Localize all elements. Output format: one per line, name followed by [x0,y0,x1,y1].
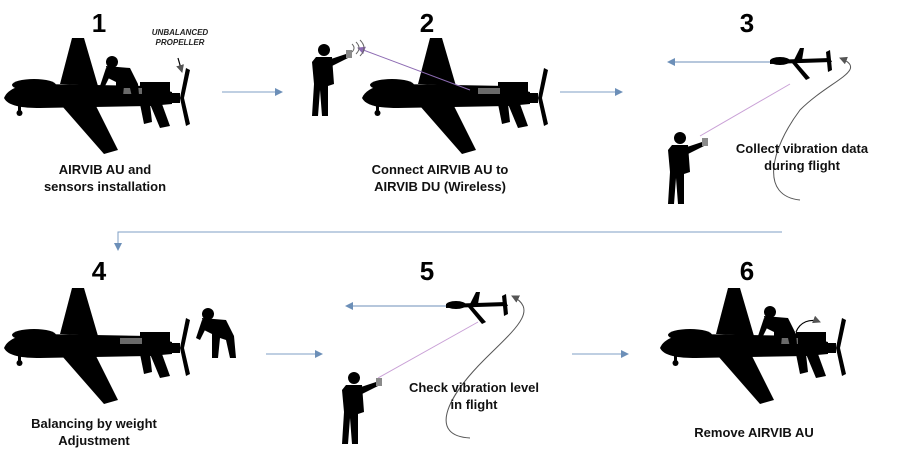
operator-silhouette [312,44,352,116]
caption-line: Adjustment [58,433,130,448]
drone-silhouette [4,38,190,154]
unbalanced-propeller-note: UNBALANCED PROPELLER [142,28,218,48]
technician-silhouette [196,308,236,358]
drone-silhouette [660,288,846,404]
caption-line: in flight [450,397,498,412]
step-6-panel [660,288,846,404]
caption-line: during flight [764,158,840,173]
operator-silhouette [342,372,382,444]
step-3-panel [667,48,852,204]
step-2-panel [312,38,548,154]
step-3-number: 3 [739,8,755,38]
flight-path-curve [773,56,852,201]
flight-path-curve [445,295,525,439]
step-6-number: 6 [739,256,755,286]
telemetry-link-line [699,83,791,137]
annotation-pointer [176,57,184,73]
step-1-number: 1 [91,8,107,38]
step-1-caption: AIRVIB AU and sensors installation [10,161,200,195]
step-2-caption: Connect AIRVIB AU to AIRVIB DU (Wireless… [340,161,540,195]
caption-line: Collect vibration data [735,141,869,156]
step-4-panel [4,288,236,404]
step-3-caption: Collect vibration data during flight [712,140,892,174]
step-4-number: 4 [91,256,107,286]
drone-silhouette [4,288,190,404]
caption-line: Remove AIRVIB AU [694,425,814,440]
telemetry-link-line [377,321,479,379]
flying-drone-silhouette [446,292,508,324]
caption-line: Balancing by weight [31,416,157,431]
caption-line: Check vibration level [408,380,540,395]
caption-line: sensors installation [43,179,167,194]
step-4-caption: Balancing by weight Adjustment [4,415,184,449]
step-2-number: 2 [419,8,435,38]
flying-drone-silhouette [770,48,832,80]
step-5-caption: Check vibration level in flight [384,379,564,413]
operator-silhouette [668,132,708,204]
step-6-caption: Remove AIRVIB AU [664,424,844,441]
caption-line: AIRVIB AU and [58,162,152,177]
note-line: PROPELLER [155,38,205,47]
wireless-signal-icon [351,39,365,57]
flow-arrow-3-to-4 [114,231,782,251]
caption-line: AIRVIB DU (Wireless) [374,179,506,194]
step-5-panel [342,292,525,444]
caption-line: Connect AIRVIB AU to [371,162,509,177]
step-5-number: 5 [419,256,435,286]
wireless-link-arrow [357,46,471,91]
removal-arrow [795,315,821,333]
note-line: UNBALANCED [151,28,209,37]
drone-silhouette [362,38,548,154]
step-1-panel [4,38,190,154]
